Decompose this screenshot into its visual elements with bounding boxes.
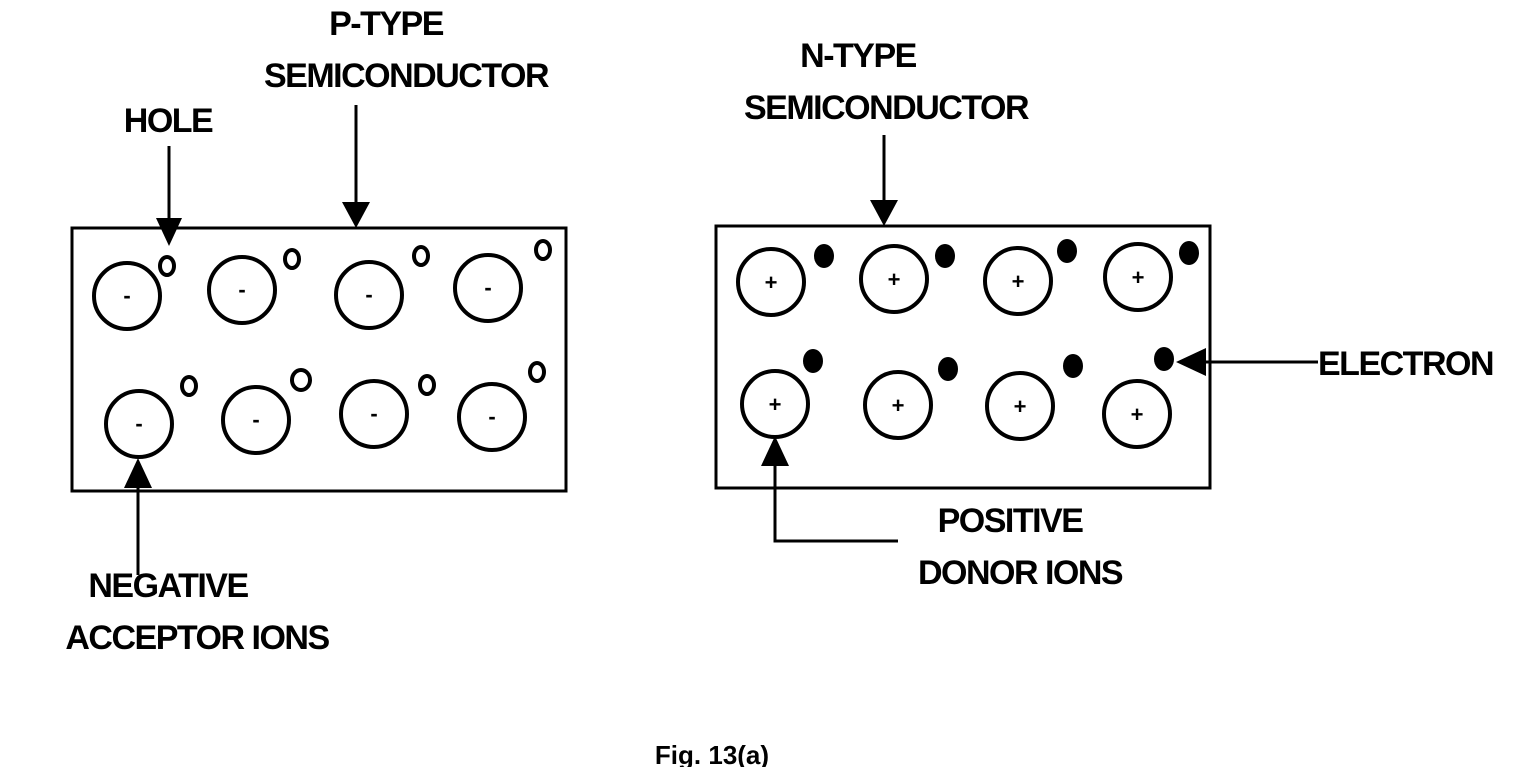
positive-donor-ion: + — [1103, 242, 1173, 312]
n-type-box — [714, 224, 1212, 490]
ion-circle — [92, 261, 162, 331]
negative-acceptor-label-line2: ACCEPTOR IONS — [65, 619, 329, 657]
positive-donor-ion: + — [863, 370, 933, 440]
ion-sign-minus: - — [365, 282, 372, 307]
negative-acceptor-ions: - - - - - - - - — [92, 253, 527, 459]
electrons — [803, 239, 1199, 381]
ion-circle — [221, 385, 291, 455]
ion-circle — [1103, 242, 1173, 312]
hole — [412, 245, 430, 267]
positive-donor-ion: + — [1102, 379, 1172, 449]
positive-donor-label-line2: DONOR IONS — [918, 554, 1123, 592]
p-type-arrow-head — [342, 202, 370, 228]
ion-circle — [104, 389, 174, 459]
hole — [418, 374, 436, 396]
negative-acceptor-ion: - — [339, 379, 409, 449]
ion-sign-minus: - — [252, 407, 259, 432]
negative-acceptor-ion: - — [104, 389, 174, 459]
ion-sign-plus: + — [888, 267, 901, 292]
p-type-title-line1: P-TYPE — [329, 5, 444, 43]
negative-acceptor-label-line1: NEGATIVE — [88, 567, 248, 605]
electron — [803, 349, 823, 373]
n-type-panel: N-TYPE SEMICONDUCTOR + + + + + + + + ELECTRON P… — [714, 37, 1495, 592]
ion-circle — [983, 246, 1053, 316]
ion-sign-plus: + — [1131, 402, 1144, 427]
ion-circle — [736, 247, 806, 317]
negative-ion-arrow-head — [124, 458, 152, 488]
negative-acceptor-ion: - — [457, 382, 527, 452]
negative-acceptor-ion: - — [207, 255, 277, 325]
ion-sign-minus: - — [135, 411, 142, 436]
hole — [283, 248, 301, 270]
negative-acceptor-ion: - — [221, 385, 291, 455]
ion-circle — [334, 260, 404, 330]
n-type-title-line2: SEMICONDUCTOR — [744, 89, 1029, 127]
ion-circle — [207, 255, 277, 325]
ion-circle — [457, 382, 527, 452]
positive-donor-ion: + — [985, 371, 1055, 441]
positive-ion-arrow-head — [761, 436, 789, 466]
positive-donor-ion: + — [736, 247, 806, 317]
hole — [534, 239, 552, 261]
ion-sign-plus: + — [1014, 394, 1027, 419]
negative-acceptor-ion: - — [334, 260, 404, 330]
p-type-box — [70, 226, 568, 493]
n-type-title-line1: N-TYPE — [800, 37, 917, 75]
p-type-title-line2: SEMICONDUCTOR — [264, 57, 549, 95]
electron — [1179, 241, 1199, 265]
ion-circle — [859, 244, 929, 314]
ion-circle — [985, 371, 1055, 441]
hole-arrow-head — [156, 218, 182, 246]
electron-arrow-head — [1176, 348, 1206, 376]
positive-donor-ion: + — [740, 369, 810, 439]
electron — [935, 244, 955, 268]
positive-donor-ion: + — [983, 246, 1053, 316]
n-type-arrow-head — [870, 200, 898, 226]
hole — [158, 255, 176, 277]
ion-circle — [339, 379, 409, 449]
ion-circle — [863, 370, 933, 440]
hole-label: HOLE — [124, 102, 213, 140]
ion-sign-plus: + — [892, 393, 905, 418]
ion-circle — [453, 253, 523, 323]
holes — [158, 239, 552, 397]
hole — [180, 375, 198, 397]
ion-sign-minus: - — [488, 404, 495, 429]
p-type-panel: P-TYPE SEMICONDUCTOR HOLE - - - - - - - - NEGAT… — [65, 5, 568, 657]
electron — [1063, 354, 1083, 378]
ion-sign-minus: - — [484, 275, 491, 300]
ion-sign-plus: + — [769, 392, 782, 417]
negative-acceptor-ion: - — [453, 253, 523, 323]
electron — [1154, 347, 1174, 371]
electron — [814, 244, 834, 268]
positive-donor-label-line1: POSITIVE — [938, 502, 1084, 540]
positive-ion-arrow-line — [773, 462, 898, 543]
ion-sign-plus: + — [765, 270, 778, 295]
figure-caption: Fig. 13(a) — [655, 740, 769, 767]
positive-donor-ions: + + + + + + + + — [736, 242, 1173, 449]
ion-sign-plus: + — [1012, 269, 1025, 294]
electron — [1057, 239, 1077, 263]
ion-sign-minus: - — [370, 401, 377, 426]
negative-acceptor-ion: - — [92, 261, 162, 331]
ion-sign-minus: - — [238, 277, 245, 302]
electron — [938, 357, 958, 381]
hole — [290, 368, 312, 392]
electron-label: ELECTRON — [1318, 345, 1493, 383]
ion-circle — [1102, 379, 1172, 449]
positive-donor-ion: + — [859, 244, 929, 314]
ion-sign-plus: + — [1132, 265, 1145, 290]
hole — [528, 361, 546, 383]
ion-sign-minus: - — [123, 283, 130, 308]
